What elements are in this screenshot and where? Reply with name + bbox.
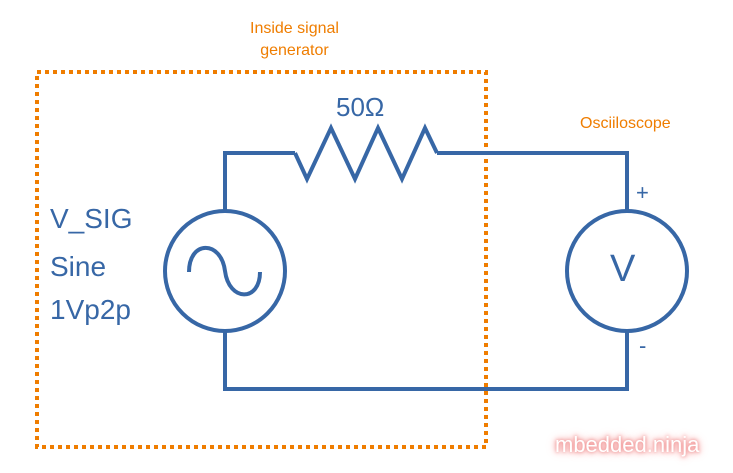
sine-source xyxy=(163,209,287,333)
source-name: V_SIG xyxy=(50,203,133,234)
bottom-wire xyxy=(223,331,629,391)
plus-terminal: + xyxy=(636,180,649,205)
minus-terminal: - xyxy=(639,333,647,358)
voltmeter xyxy=(565,209,689,333)
top-right-wire xyxy=(437,151,629,211)
oscilloscope-label: Osciiloscope xyxy=(580,115,671,132)
box-title-line2: generator xyxy=(260,42,329,59)
signal-generator-boundary xyxy=(35,70,488,449)
voltmeter-symbol: V xyxy=(610,248,636,290)
sine-wave-icon xyxy=(187,245,262,297)
resistor xyxy=(293,123,439,184)
box-title: Inside signal generator xyxy=(250,18,339,62)
top-wire xyxy=(223,151,295,211)
source-type: Sine xyxy=(50,251,107,282)
box-title-line1: Inside signal xyxy=(250,20,339,37)
source-amplitude: 1Vp2p xyxy=(50,294,131,325)
resistor-label: 50Ω xyxy=(336,92,385,122)
watermark: mbedded.ninja xyxy=(555,432,700,457)
